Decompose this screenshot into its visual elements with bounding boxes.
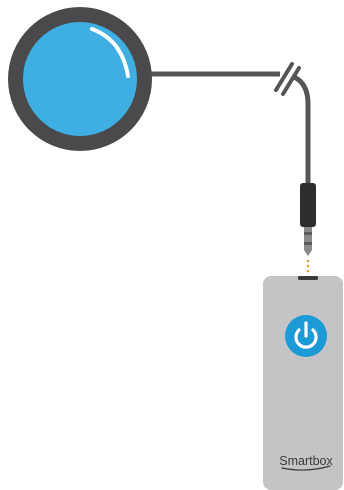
brand-name: Smartbox	[279, 454, 333, 468]
round-button-switch-icon	[8, 7, 152, 151]
switch-interface-device: Smartbox	[263, 276, 343, 490]
switch-cap	[23, 22, 137, 136]
jack-housing	[300, 183, 316, 227]
cable	[148, 64, 308, 185]
audio-jack-plug-icon	[300, 183, 316, 272]
power-button[interactable]	[285, 315, 327, 357]
jack-socket	[298, 276, 318, 280]
brand-logo: Smartbox	[279, 454, 333, 470]
jack-insert-dots	[307, 260, 310, 273]
